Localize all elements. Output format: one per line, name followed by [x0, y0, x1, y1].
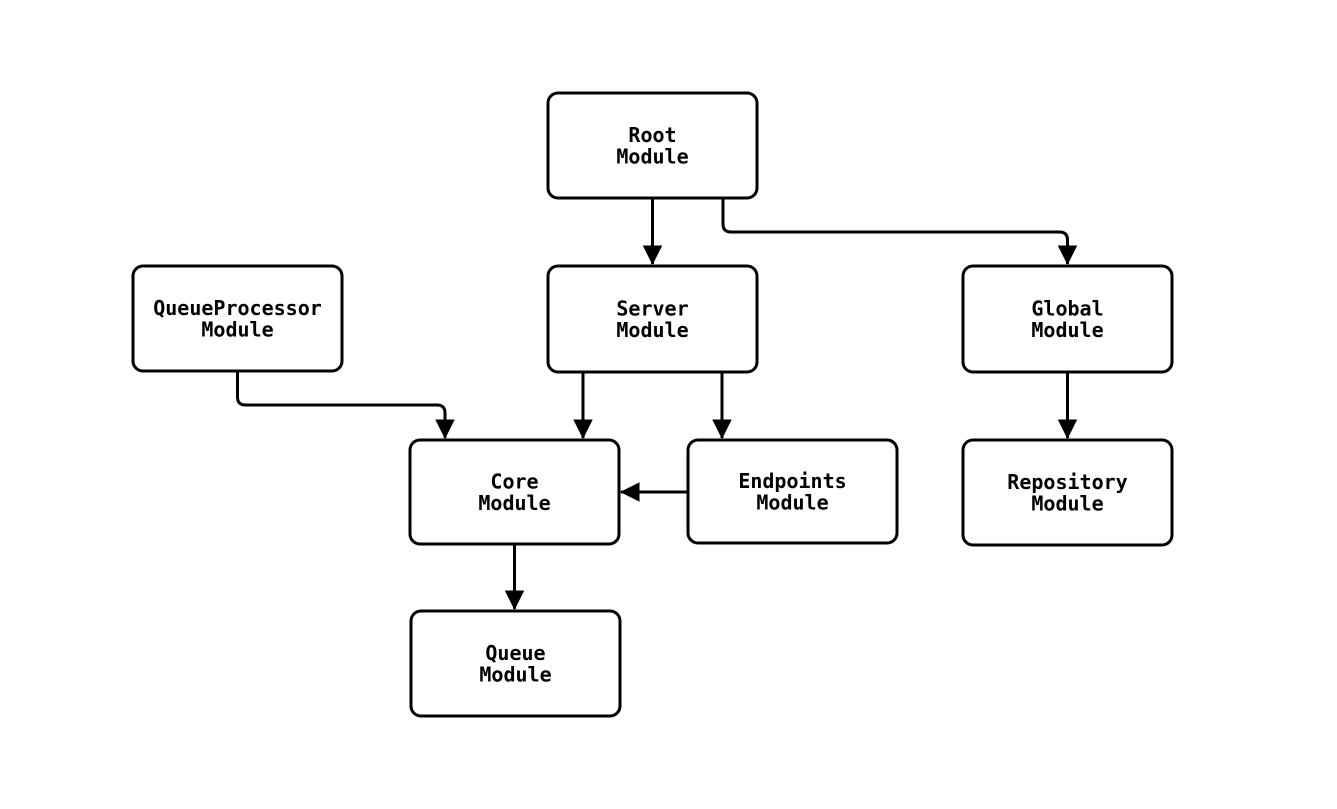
node-queueprocessor-module-label-line2: Module — [201, 318, 273, 342]
node-queueprocessor-module: QueueProcessor Module — [131, 264, 344, 373]
node-server-module: Server Module — [546, 264, 759, 374]
node-global-module-label-line2: Module — [1031, 318, 1103, 342]
node-root-module-label-line1: Root — [628, 123, 676, 147]
node-repository-module-label-line1: Repository — [1007, 470, 1127, 494]
node-repository-module-box — [961, 438, 1174, 547]
node-queue-module-label-line1: Queue — [485, 641, 545, 665]
node-queueprocessor-module-box — [131, 264, 344, 373]
node-queueprocessor-module-label-line1: QueueProcessor — [153, 296, 322, 320]
node-global-module-label-line1: Global — [1031, 297, 1103, 321]
node-server-module-label-line1: Server — [616, 297, 688, 321]
node-global-module: Global Module — [961, 264, 1174, 374]
edge-layer — [236, 198, 1078, 610]
node-repository-module: Repository Module — [961, 438, 1174, 547]
node-root-module-label-line2: Module — [616, 145, 688, 169]
node-root-module-box — [546, 91, 759, 200]
node-endpoints-module-box — [686, 438, 899, 545]
node-endpoints-module-label-line2: Module — [756, 491, 828, 515]
node-core-module: Core Module — [408, 438, 621, 546]
node-core-module-label-line2: Module — [478, 491, 550, 515]
node-endpoints-module: Endpoints Module — [686, 438, 899, 545]
edge-root-to-global — [721, 198, 1078, 265]
edge-queueprocessor-to-core — [236, 371, 455, 439]
node-server-module-label-line2: Module — [616, 318, 688, 342]
node-queue-module: Queue Module — [409, 609, 622, 718]
node-queue-module-label-line2: Module — [479, 663, 551, 687]
node-core-module-box — [408, 438, 621, 546]
node-root-module: Root Module — [546, 91, 759, 200]
node-repository-module-label-line2: Module — [1031, 492, 1103, 516]
node-server-module-box — [546, 264, 759, 374]
node-global-module-box — [961, 264, 1174, 374]
node-queue-module-box — [409, 609, 622, 718]
node-endpoints-module-label-line1: Endpoints — [738, 469, 846, 493]
node-core-module-label-line1: Core — [490, 470, 538, 494]
